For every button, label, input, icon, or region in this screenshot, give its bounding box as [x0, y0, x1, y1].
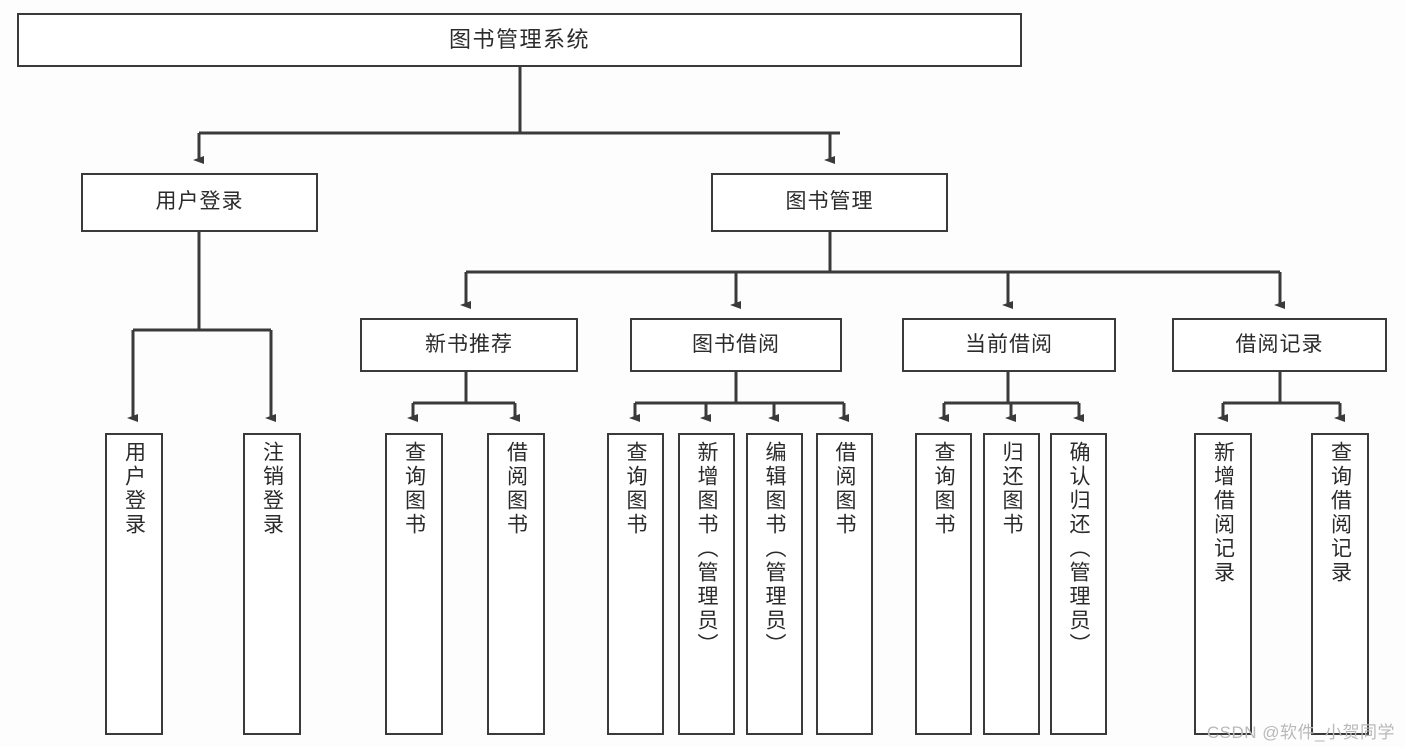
- node-label: 查询借阅记录: [1328, 441, 1352, 585]
- node-book-borrowing[interactable]: 图书借阅: [630, 318, 842, 372]
- node-label: 图书管理: [785, 190, 874, 214]
- node-label: 图书借阅: [692, 332, 780, 356]
- node-label: 用户登录: [155, 190, 244, 214]
- node-leaf-add-book-admin[interactable]: 新增图书（管理员）: [678, 433, 735, 735]
- node-label: 借阅图书: [504, 441, 528, 537]
- node-label: 确认归还（管理员）: [1067, 441, 1090, 657]
- node-leaf-edit-book-admin[interactable]: 编辑图书（管理员）: [746, 433, 803, 735]
- node-label: 当前借阅: [965, 332, 1053, 356]
- node-leaf-user-login[interactable]: 用户登录: [105, 433, 163, 735]
- node-label: 新增借阅记录: [1211, 441, 1235, 585]
- node-label: 注销登录: [260, 441, 284, 537]
- node-leaf-query-borrow-record[interactable]: 查询借阅记录: [1311, 433, 1369, 735]
- node-new-book-recommendation[interactable]: 新书推荐: [360, 318, 578, 372]
- node-label: 新增图书（管理员）: [695, 441, 718, 657]
- node-leaf-borrow-books-recommend[interactable]: 借阅图书: [487, 433, 545, 735]
- node-label: 图书管理系统: [448, 27, 590, 53]
- node-label: 查询图书: [402, 441, 426, 537]
- node-leaf-logout[interactable]: 注销登录: [243, 433, 301, 735]
- node-leaf-query-books-borrow[interactable]: 查询图书: [607, 433, 664, 735]
- node-label: 归还图书: [1000, 441, 1023, 537]
- node-leaf-query-books-current[interactable]: 查询图书: [915, 433, 972, 735]
- node-leaf-add-borrow-record[interactable]: 新增借阅记录: [1194, 433, 1252, 735]
- node-leaf-query-books-recommend[interactable]: 查询图书: [385, 433, 443, 735]
- node-root-book-management-system[interactable]: 图书管理系统: [17, 13, 1022, 67]
- node-label: 用户登录: [122, 441, 146, 537]
- node-label: 编辑图书（管理员）: [763, 441, 786, 657]
- node-book-management[interactable]: 图书管理: [711, 173, 948, 232]
- node-leaf-return-books[interactable]: 归还图书: [983, 433, 1040, 735]
- node-current-borrowing[interactable]: 当前借阅: [902, 318, 1116, 372]
- node-label: 查询图书: [624, 441, 647, 537]
- node-borrow-records[interactable]: 借阅记录: [1172, 318, 1387, 372]
- node-leaf-borrow-books[interactable]: 借阅图书: [816, 433, 873, 735]
- node-leaf-confirm-return-admin[interactable]: 确认归还（管理员）: [1050, 433, 1107, 735]
- node-label: 借阅图书: [833, 441, 856, 537]
- node-user-login[interactable]: 用户登录: [81, 173, 318, 232]
- node-label: 查询图书: [932, 441, 955, 537]
- node-label: 借阅记录: [1235, 332, 1324, 356]
- node-label: 新书推荐: [425, 332, 513, 356]
